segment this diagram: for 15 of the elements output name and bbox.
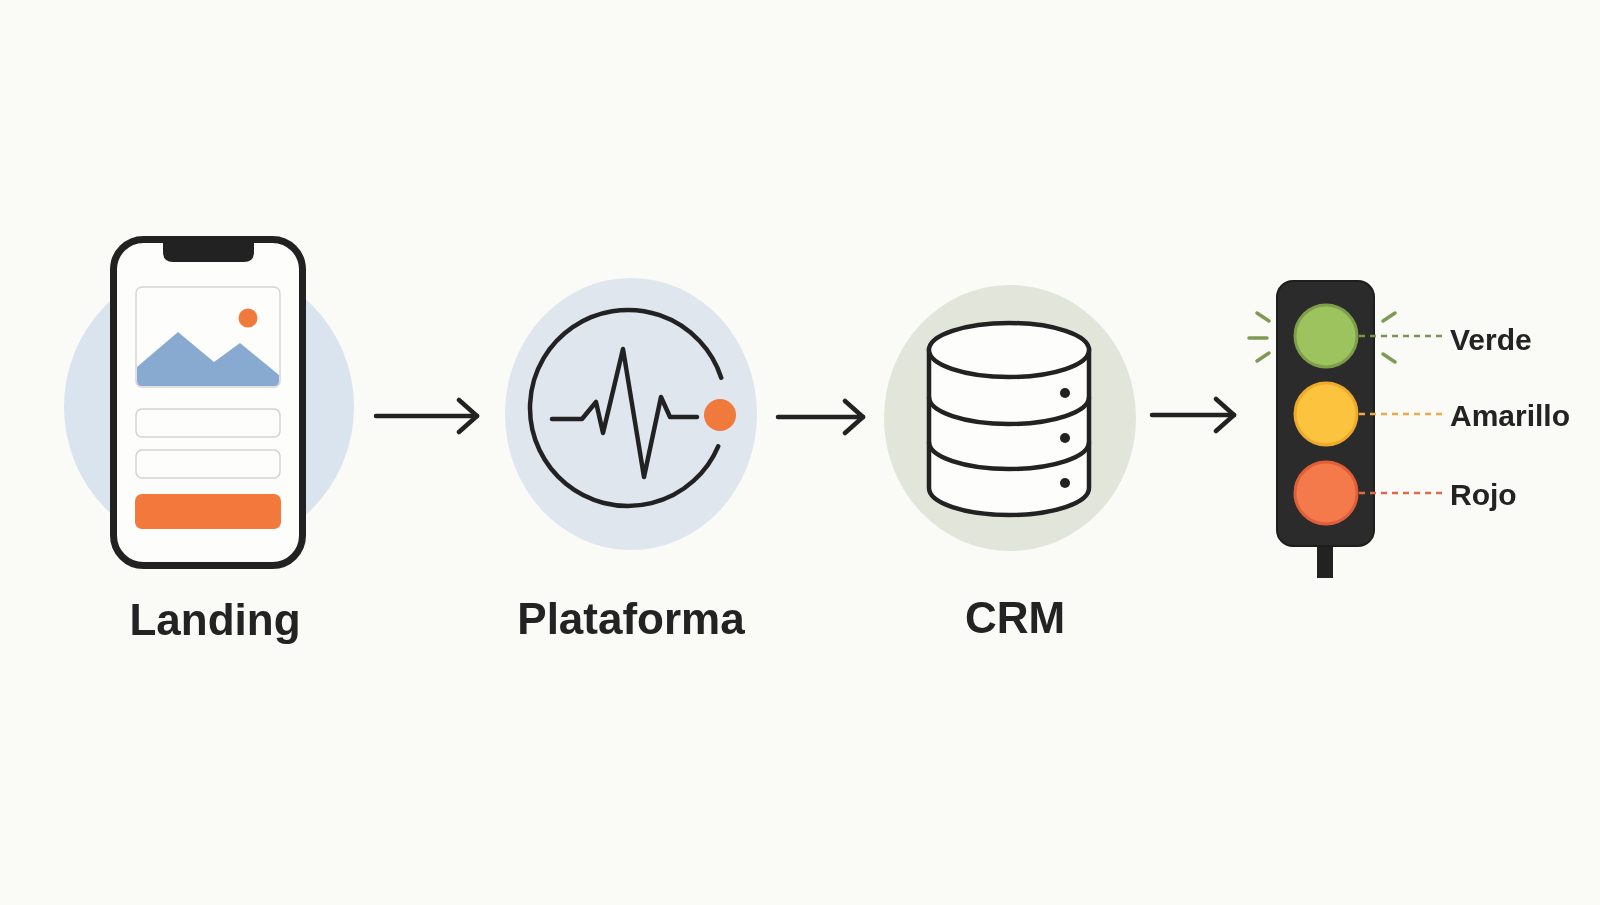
leader-line (1357, 491, 1442, 495)
signal-lamp (1293, 303, 1359, 369)
arrow (1149, 396, 1237, 434)
lamp-label: Amarillo (1450, 398, 1571, 434)
node-label: Landing (129, 594, 301, 646)
node-label: CRM (964, 592, 1066, 644)
lamp-label: Rojo (1450, 477, 1517, 513)
arrow (373, 397, 480, 435)
leader-line (1357, 334, 1442, 338)
node-label: Plataforma (517, 593, 745, 645)
leader-line (1357, 412, 1442, 416)
lamp-label: Verde (1450, 322, 1532, 358)
signal-lamp (1293, 460, 1359, 526)
arrow (775, 398, 866, 436)
signal-lamp (1293, 381, 1359, 447)
